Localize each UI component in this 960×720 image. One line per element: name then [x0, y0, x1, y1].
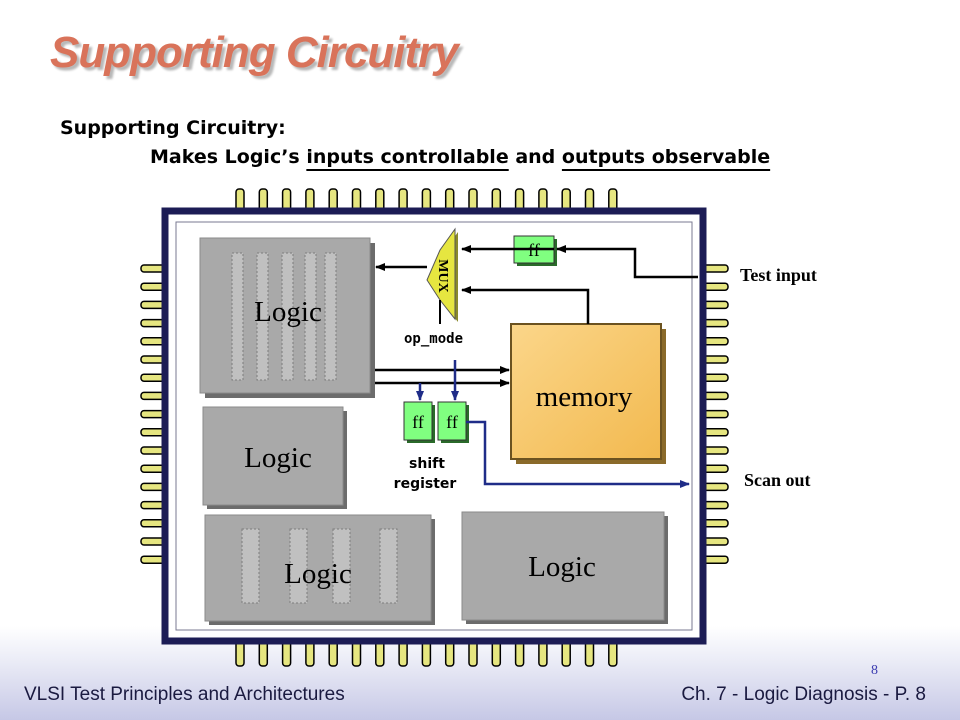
subtitle-inputs-controllable: inputs controllable [306, 146, 509, 168]
memory-label: memory [536, 381, 633, 413]
logic-block-1-stripes [231, 252, 337, 381]
ff-left-label: ff [412, 412, 424, 432]
logic-block-1: Logic [199, 237, 375, 398]
logic-block-3-label: Logic [284, 558, 352, 590]
shift-label: shift [409, 456, 445, 472]
logic-block-4-label: Logic [528, 551, 596, 583]
footer-course-title: VLSI Test Principles and Architectures [24, 684, 345, 705]
page-number: 8 [871, 663, 878, 678]
chip-inner-border [175, 221, 693, 631]
logic-block-1-label: Logic [254, 296, 322, 328]
footer-chapter: Ch. 7 - Logic Diagnosis - P. 8 [681, 684, 926, 705]
mux: MUX [426, 227, 458, 322]
logic-block-3: Logic [204, 514, 435, 625]
subtitle-prefix: Makes Logic’s [150, 146, 307, 168]
mux-label: MUX [435, 259, 450, 292]
logic-block-2-label: Logic [244, 442, 312, 474]
logic-block-4: Logic [461, 511, 668, 624]
subtitle-outputs-observable: outputs observable [561, 146, 771, 168]
scan-out-label: Scan out [744, 470, 811, 490]
logic-block-3-stripes [241, 528, 398, 604]
logic-block-2: Logic [202, 406, 347, 509]
test-input-label: Test input [740, 265, 817, 285]
subtitle-line-2: Makes Logic’s inputs controllable and ou… [150, 146, 770, 168]
black-wires [375, 245, 698, 387]
shift-register: ff ff [403, 401, 469, 443]
subtitle-line-1: Supporting Circuitry: [60, 117, 286, 139]
memory-block: memory [510, 323, 666, 464]
subtitle-middle: and [508, 146, 562, 168]
ff-right-label: ff [446, 412, 458, 432]
op-mode-label: op_mode [404, 331, 463, 347]
slide-title: Supporting Circuitry [50, 28, 459, 77]
blue-wires [416, 360, 690, 488]
ff-top: ff [513, 235, 557, 266]
register-label: register [394, 476, 457, 492]
